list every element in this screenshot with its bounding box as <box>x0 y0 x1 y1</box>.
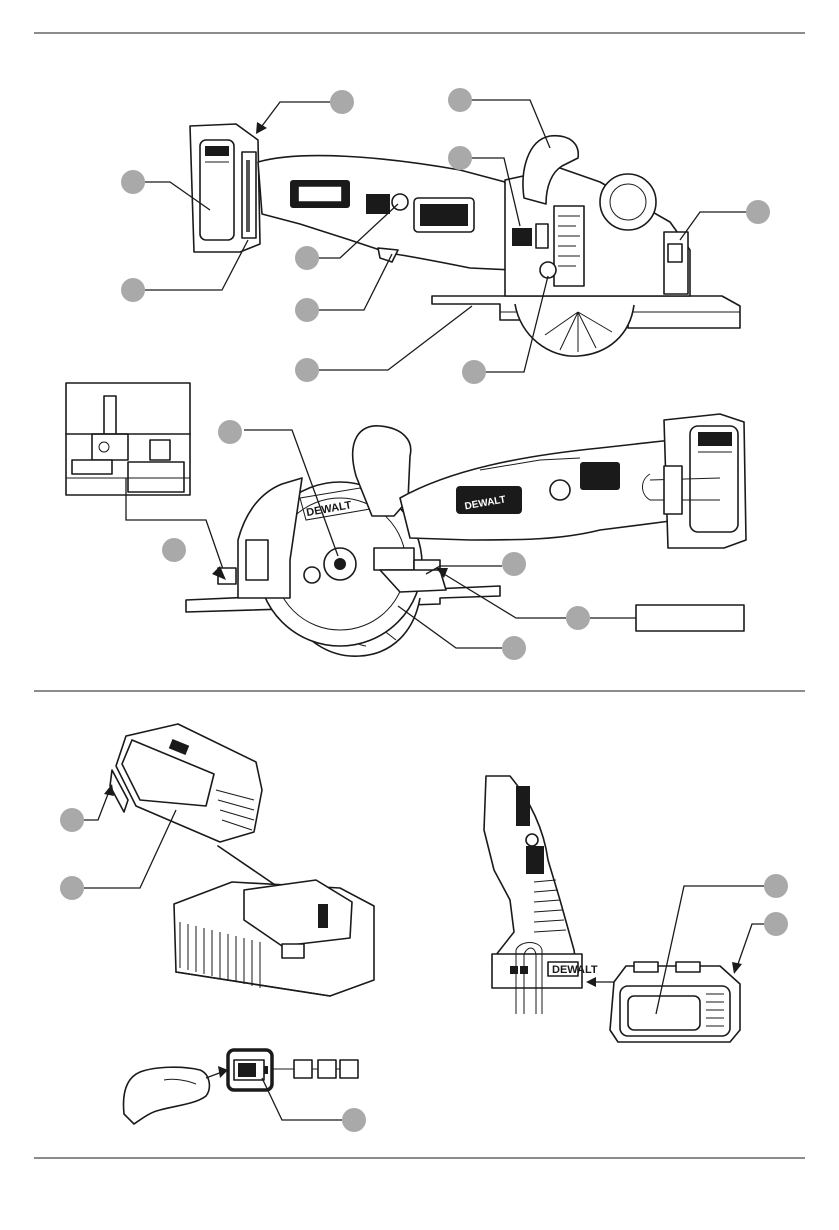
callout-marker <box>295 298 319 322</box>
empty-label-box <box>636 605 744 631</box>
callout-marker <box>330 90 354 114</box>
saw-trigger <box>378 248 398 262</box>
saw-side-view: DEWALT DEWALT <box>186 414 746 656</box>
callout-marker <box>764 874 788 898</box>
fuel-gauge-led <box>294 1060 312 1078</box>
callout-marker <box>218 420 242 444</box>
leader <box>84 794 108 820</box>
leader <box>738 924 764 964</box>
callout-marker <box>121 170 145 194</box>
inset-detail <box>66 383 224 572</box>
callout-marker <box>162 538 186 562</box>
fuel-gauge-led <box>318 1060 336 1078</box>
callout-marker <box>746 200 770 224</box>
circular-saw-icon <box>484 776 578 982</box>
brand-mark-battery-side: DEWALT <box>552 964 598 976</box>
leader <box>262 102 332 126</box>
callout-marker <box>566 606 590 630</box>
battery-install-figure: DEWALT <box>484 776 740 1042</box>
leader <box>262 1078 342 1120</box>
finger-press-icon <box>124 1067 210 1124</box>
leader <box>680 212 748 240</box>
battery-and-charger <box>110 724 374 996</box>
callout-marker <box>60 808 84 832</box>
callout-marker <box>502 636 526 660</box>
arrow-icon <box>586 977 596 987</box>
saw-blade-lower <box>515 304 634 356</box>
saw-side-body <box>400 440 678 540</box>
callout-marker <box>60 876 84 900</box>
leader <box>306 254 392 310</box>
fuel-gauge-figure <box>124 1050 366 1132</box>
callout-marker <box>342 1108 366 1132</box>
callout-marker <box>121 278 145 302</box>
fuel-gauge-led <box>340 1060 358 1078</box>
leader <box>306 306 472 370</box>
leader <box>84 810 176 888</box>
callout-marker <box>764 912 788 936</box>
callout-marker <box>448 146 472 170</box>
callout-marker <box>295 358 319 382</box>
callout-marker <box>502 552 526 576</box>
callout-marker <box>295 246 319 270</box>
saw-dust-port <box>600 174 656 230</box>
arrow-icon <box>732 962 742 974</box>
callout-marker <box>462 360 486 384</box>
callout-marker <box>448 88 472 112</box>
arrow-icon <box>256 122 267 134</box>
